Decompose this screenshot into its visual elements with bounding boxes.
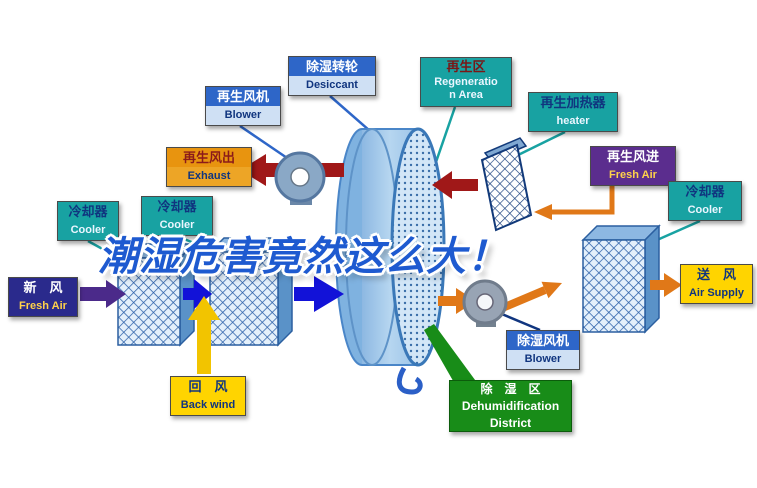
heater-coil xyxy=(480,137,533,232)
label-cooler-left-inner-zh: 冷却器 xyxy=(157,199,197,214)
label-exhaust-zh: 再生风出 xyxy=(167,148,251,167)
label-cooler-left-outer-zh: 冷却器 xyxy=(68,204,108,219)
arrow-rotor-to-fan xyxy=(438,288,476,314)
label-desiccant-zh: 除湿转轮 xyxy=(289,57,375,76)
arrow-regen-to-rotor xyxy=(432,171,478,199)
label-regen-fresh-air: 再生风进 Fresh Air xyxy=(590,146,676,186)
label-fresh-air-zh: 新 风 xyxy=(23,280,63,295)
label-cooler-left-inner-en: Cooler xyxy=(159,219,195,231)
rotor-wheel xyxy=(335,127,446,395)
flow-arrows xyxy=(80,154,682,374)
label-regen-blower-en: Blower xyxy=(206,106,280,125)
label-back-wind-en: Back wind xyxy=(180,399,236,411)
label-exhaust-en: Exhaust xyxy=(167,167,251,186)
label-regen-fresh-air-en: Fresh Air xyxy=(609,169,657,181)
fan-regeneration xyxy=(274,151,326,205)
label-cooler-right: 冷却器 Cooler xyxy=(668,181,742,221)
label-air-supply-zh: 送 风 xyxy=(696,267,736,282)
arrow-process-1 xyxy=(183,279,212,309)
connector-regeneration-area xyxy=(434,106,457,163)
label-dehum-district-zh: 除 湿 区 xyxy=(480,382,541,396)
label-air-supply-en: Air Supply xyxy=(688,287,744,299)
label-regeneration-area-en: Regeneration Area xyxy=(434,76,498,101)
label-exhaust: 再生风出 Exhaust xyxy=(166,147,252,187)
label-cooler-left-inner: 冷却器 Cooler xyxy=(141,196,213,236)
label-regen-fresh-air-zh: 再生风进 xyxy=(606,149,659,164)
arrow-fan-to-cooler xyxy=(498,281,562,313)
connector-regen-blower xyxy=(239,124,294,164)
label-dehum-blower-en: Blower xyxy=(507,350,579,369)
label-dehum-blower: 除湿风机 Blower xyxy=(506,330,580,370)
label-regen-heater-en: heater xyxy=(556,115,590,127)
dehum-district-pointer xyxy=(424,324,478,386)
connector-dehum-blower xyxy=(496,310,541,332)
arrow-return-air xyxy=(188,296,220,374)
cooler-coil-right xyxy=(581,224,661,334)
label-dehum-district-en1: Dehumidification xyxy=(461,399,560,413)
label-back-wind: 回 风 Back wind xyxy=(170,376,246,416)
arrow-air-supply xyxy=(650,273,682,297)
label-cooler-right-zh: 冷却器 xyxy=(685,184,725,199)
connector-lines xyxy=(87,95,701,332)
fan-dehumidification xyxy=(462,279,508,327)
label-regeneration-area-zh: 再生区 xyxy=(446,59,486,74)
label-dehum-district-en2: District xyxy=(489,416,532,430)
label-regen-heater: 再生加热器 heater xyxy=(528,92,618,132)
label-cooler-right-en: Cooler xyxy=(687,204,723,216)
rotor-tail xyxy=(396,366,423,395)
label-air-supply: 送 风 Air Supply xyxy=(680,264,753,304)
label-regeneration-area: 再生区 Regeneration Area xyxy=(420,57,512,107)
regen-air-line xyxy=(534,186,615,220)
label-fresh-air: 新 风 Fresh Air xyxy=(8,277,78,317)
label-cooler-left-outer-en: Cooler xyxy=(70,224,106,236)
arrow-fresh-air xyxy=(80,280,126,308)
label-regen-heater-zh: 再生加热器 xyxy=(540,95,606,110)
label-dehum-blower-zh: 除湿风机 xyxy=(507,331,579,350)
arrow-process-2 xyxy=(294,276,344,312)
label-desiccant: 除湿转轮 Desiccant xyxy=(288,56,376,96)
label-dehum-district: 除 湿 区 Dehumidification District xyxy=(449,380,572,432)
label-fresh-air-en: Fresh Air xyxy=(19,300,67,312)
label-regen-blower: 再生风机 Blower xyxy=(205,86,281,126)
cooler-coil-b xyxy=(208,236,294,347)
label-cooler-left-outer: 冷却器 Cooler xyxy=(57,201,119,241)
label-regen-blower-zh: 再生风机 xyxy=(206,87,280,106)
connector-heater xyxy=(511,130,566,160)
watermark-text: 潮湿危害竟然这么大！ xyxy=(98,233,508,280)
label-desiccant-en: Desiccant xyxy=(289,76,375,95)
label-back-wind-zh: 回 风 xyxy=(188,379,228,394)
